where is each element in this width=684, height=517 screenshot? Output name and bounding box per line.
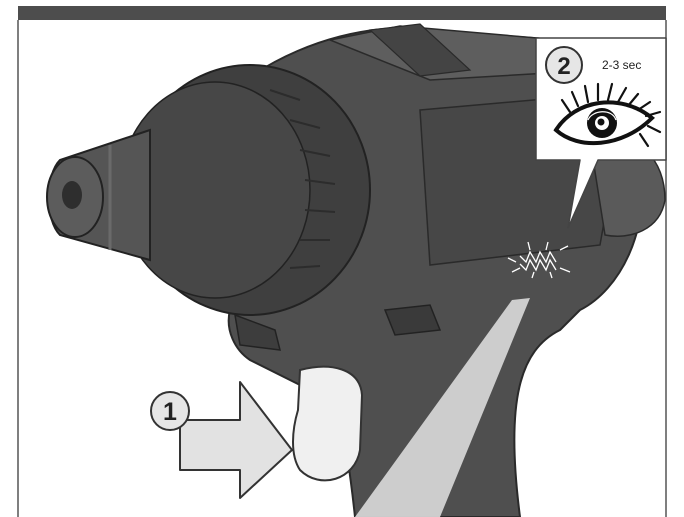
step-1-marker: 1: [151, 392, 189, 430]
step-2-number: 2: [557, 53, 570, 80]
step-2-marker: 2: [546, 47, 582, 83]
header-bar: [18, 6, 666, 20]
duration-label: 2-3 sec: [602, 58, 641, 72]
trigger: [293, 367, 362, 481]
step-1-number: 1: [163, 398, 177, 426]
direction-switch: [385, 305, 440, 335]
press-arrow-icon: [180, 382, 292, 498]
bit-hole: [62, 181, 82, 209]
